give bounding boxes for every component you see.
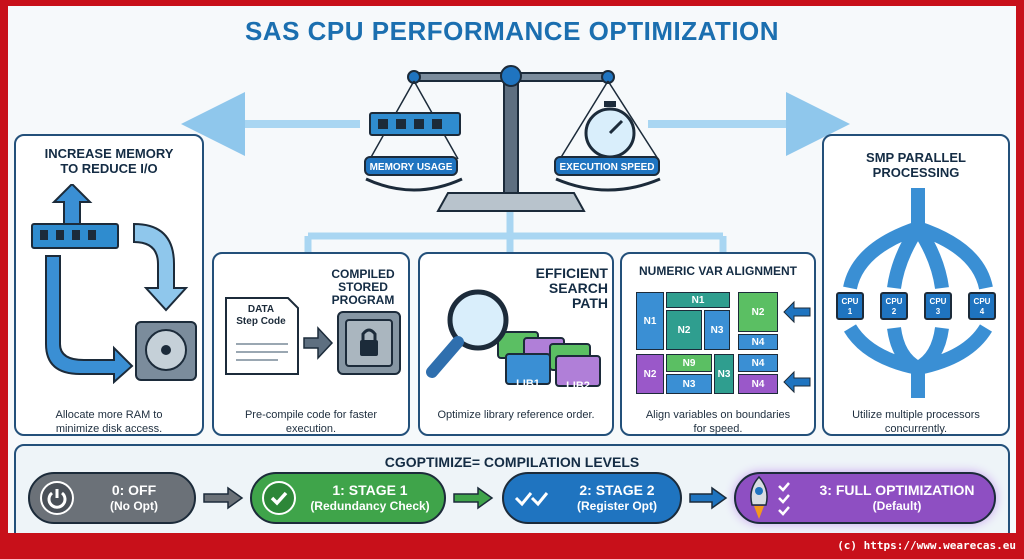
memory-title-line2: TO REDUCE I/O (60, 161, 158, 176)
memory-title-line1: INCREASE MEMORY (44, 146, 174, 161)
infographic-canvas: SAS CPU PERFORMANCE OPTIMIZATION (8, 6, 1016, 533)
cpu-1-label: CPU (841, 297, 859, 306)
stage-2-sub: (Register Opt) (576, 499, 657, 513)
alignment-arrows-icon (783, 300, 811, 394)
cpu-4-chip: CPU 4 (968, 292, 996, 320)
cpu-2-number: 2 (891, 307, 897, 316)
stage-0-off: 0: OFF (No Opt) (28, 472, 196, 524)
numeric-desc-line2: for speed. (693, 423, 743, 435)
doc-label-line1: DATA (247, 304, 275, 315)
document-to-vault-icon (225, 297, 401, 375)
search-title-line1: EFFICIENT (535, 265, 608, 281)
lib2-label: LIB2 (566, 380, 590, 392)
cpu-1-number: 1 (847, 307, 853, 316)
cell-n9: N9 (666, 354, 712, 372)
memory-desc-line2: minimize disk access. (55, 423, 163, 435)
numeric-alignment-panel: NUMERIC VAR ALIGNMENT N1 N1 N2 N2 N3 N4 … (620, 252, 816, 436)
numeric-title: NUMERIC VAR ALIGNMENT (639, 264, 797, 278)
ram-disk-cycle-icon (31, 184, 197, 384)
cell-n3-bot: N3 (666, 374, 712, 394)
alignment-grid: N1 N1 N2 N2 N3 N4 N2 N9 N3 N4 N3 N4 (622, 254, 814, 438)
memory-desc-line1: Allocate more RAM to (55, 409, 163, 421)
stage-arrows (203, 486, 728, 510)
stage-3-name: 3: FULL OPTIMIZATION (819, 482, 975, 498)
double-check-icon (514, 483, 554, 513)
check-icon (262, 481, 296, 515)
rocket-icon (742, 475, 776, 521)
cpu-2-chip: CPU 2 (880, 292, 908, 320)
stage-3-full: 3: FULL OPTIMIZATION (Default) (734, 472, 996, 524)
cpu-3-chip: CPU 3 (924, 292, 952, 320)
parallel-flow-icon (843, 188, 993, 398)
balance-scale-icon (365, 65, 661, 212)
connector-arrows (181, 92, 850, 252)
smp-desc-line1: Utilize multiple processors (852, 409, 980, 421)
power-icon (40, 481, 74, 515)
cell-n3-mid: N3 (704, 310, 730, 350)
magnifier-folders-icon (426, 289, 601, 387)
cpu-1-chip: CPU 1 (836, 292, 864, 320)
search-title-line3: PATH (571, 295, 608, 311)
compiled-title-line3: PROGRAM (331, 293, 395, 307)
compiled-desc-line1: Pre-compile code for faster (244, 409, 378, 421)
smp-title-line2: PROCESSING (872, 165, 960, 180)
stage-2-name: 2: STAGE 2 (579, 482, 655, 498)
levels-title: CGOPTIMIZE= COMPILATION LEVELS (384, 454, 640, 470)
cpu-3-number: 3 (935, 307, 941, 316)
cell-n2-mid: N2 (666, 310, 702, 350)
cpu-2-label: CPU (885, 297, 903, 306)
compiled-title-line1: COMPILED (331, 267, 395, 281)
stage-1-name: 1: STAGE 1 (332, 482, 408, 498)
search-path-panel: EFFICIENT SEARCH PATH LIB1 LIB2 Optimize… (418, 252, 614, 436)
watermark: (c) https://www.wearecas.eu (837, 539, 1016, 552)
stage-0-sub: (No Opt) (110, 499, 158, 513)
cell-n1-left: N1 (636, 292, 664, 350)
memory-usage-label: MEMORY USAGE (364, 156, 458, 176)
compiled-desc-line2: execution. (285, 423, 337, 435)
cell-n2-bot: N2 (636, 354, 664, 394)
page-title: SAS CPU PERFORMANCE OPTIMIZATION (244, 16, 780, 46)
cell-n4-a: N4 (738, 334, 778, 350)
numeric-desc-line1: Align variables on boundaries (645, 409, 791, 421)
lib1-label: LIB1 (516, 378, 540, 390)
cpu-3-label: CPU (929, 297, 947, 306)
doc-label-line2: Step Code (236, 316, 286, 327)
cell-n4-b: N4 (738, 354, 778, 372)
checklist-icon (776, 478, 800, 518)
cell-n3-small: N3 (714, 354, 734, 394)
cell-n2-right: N2 (738, 292, 778, 332)
memory-panel: INCREASE MEMORY TO REDUCE I/O Allocate m… (14, 134, 204, 436)
cpu-4-number: 4 (979, 307, 985, 316)
smp-panel: SMP PARALLEL PROCESSING Utilize multiple… (822, 134, 1010, 436)
cpu-4-label: CPU (973, 297, 991, 306)
stage-1-sub: (Redundancy Check) (310, 499, 430, 513)
search-desc: Optimize library reference order. (437, 409, 595, 421)
compiled-program-panel: COMPILED STORED PROGRAM DATA Step Code P… (212, 252, 410, 436)
stage-0-name: 0: OFF (111, 482, 157, 498)
smp-title-line1: SMP PARALLEL (866, 150, 966, 165)
cell-n1-top: N1 (666, 292, 730, 308)
execution-speed-label: EXECUTION SPEED (554, 156, 660, 176)
compiled-title-line2: STORED (338, 280, 388, 294)
stage-2: 2: STAGE 2 (Register Opt) (502, 472, 682, 524)
stage-1: 1: STAGE 1 (Redundancy Check) (250, 472, 446, 524)
smp-desc-line2: concurrently. (884, 423, 948, 435)
cell-n4-c: N4 (738, 374, 778, 394)
search-title-line2: SEARCH (548, 280, 608, 296)
stage-3-sub: (Default) (872, 499, 922, 513)
